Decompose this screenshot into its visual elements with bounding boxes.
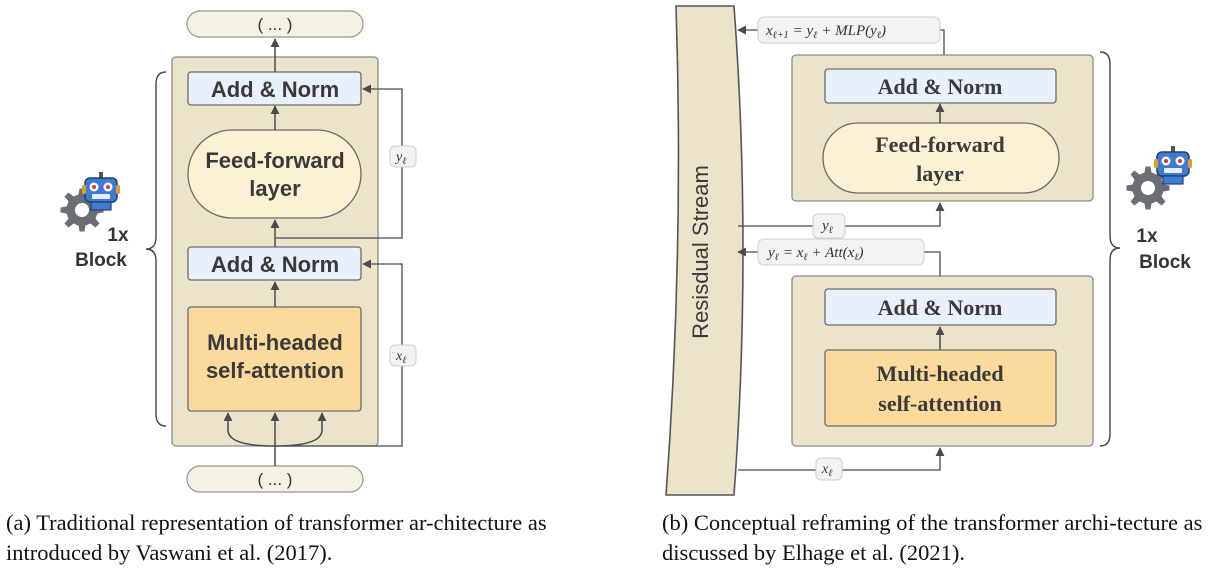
- add-norm-bottom-label: Add & Norm: [211, 252, 339, 277]
- feed-forward-label-1: Feed-forward: [205, 148, 344, 173]
- b-feed-forward-box: [822, 122, 1060, 194]
- top-ellipsis-box: [186, 10, 364, 38]
- bottom-ellipsis-text: ( ... ): [258, 470, 293, 489]
- x-label-box: [389, 344, 417, 367]
- caption-a: (a) Traditional representation of transf…: [6, 510, 547, 565]
- attention-label-1: Multi-headed: [207, 330, 343, 355]
- b-y-label-box: [812, 213, 846, 239]
- top-ellipsis-text: ( ... ): [258, 15, 293, 34]
- b-feed-forward-label-2: layer: [916, 161, 964, 186]
- residual-stream-label: Resisdual Stream: [688, 165, 713, 339]
- residual-stream-band: [665, 5, 744, 496]
- b-block-count-label: 1x: [1136, 226, 1158, 247]
- caption-b: (b) Conceptual reframing of the transfor…: [662, 510, 1203, 565]
- feed-forward-label-2: layer: [249, 176, 301, 201]
- b-y-label: yℓ: [820, 218, 833, 236]
- b-add-norm-bottom-box: [824, 288, 1057, 326]
- panel-a: ( ... ) ( ... ) Add & Norm Feed-forward …: [60, 10, 417, 493]
- y-label-box: [389, 145, 417, 168]
- block-brace-right: [1099, 51, 1121, 447]
- b-eq-top: xℓ+1= yℓ+ MLP(yℓ): [765, 23, 886, 41]
- b-feed-forward-label-1: Feed-forward: [875, 132, 1005, 157]
- b-x-label: xℓ: [821, 462, 832, 479]
- feed-forward-box: [187, 129, 362, 219]
- y-label: yℓ: [394, 150, 406, 167]
- b-block-label: Block: [1139, 252, 1191, 273]
- input-arrow-left: [223, 412, 276, 447]
- b-eq-mid-box: [757, 238, 925, 266]
- b-attention-label-1: Multi-headed: [876, 361, 1003, 386]
- b-add-norm-top-box: [824, 68, 1057, 104]
- x-label: xℓ: [395, 349, 406, 366]
- b-y-input-line: [738, 202, 945, 227]
- b-eq-mid: yℓ= xℓ+ Att(xℓ): [766, 245, 863, 263]
- block-count-label: 1x: [107, 225, 129, 246]
- b-add-norm-bottom-label: Add & Norm: [878, 295, 1003, 320]
- add-norm-top-label: Add & Norm: [211, 77, 339, 102]
- block-brace-left: [145, 71, 167, 427]
- block-label: Block: [75, 250, 127, 271]
- attention-label-2: self-attention: [206, 358, 344, 383]
- b-x-label-box: [815, 457, 843, 481]
- b-add-norm-top-label: Add & Norm: [878, 74, 1003, 99]
- b-x-input-line: [738, 447, 945, 471]
- b-attention-label-2: self-attention: [878, 391, 1001, 416]
- panel-b: Resisdual Stream Add & Norm Feed-forward…: [665, 5, 1193, 496]
- b-eq-top-box: [757, 16, 941, 44]
